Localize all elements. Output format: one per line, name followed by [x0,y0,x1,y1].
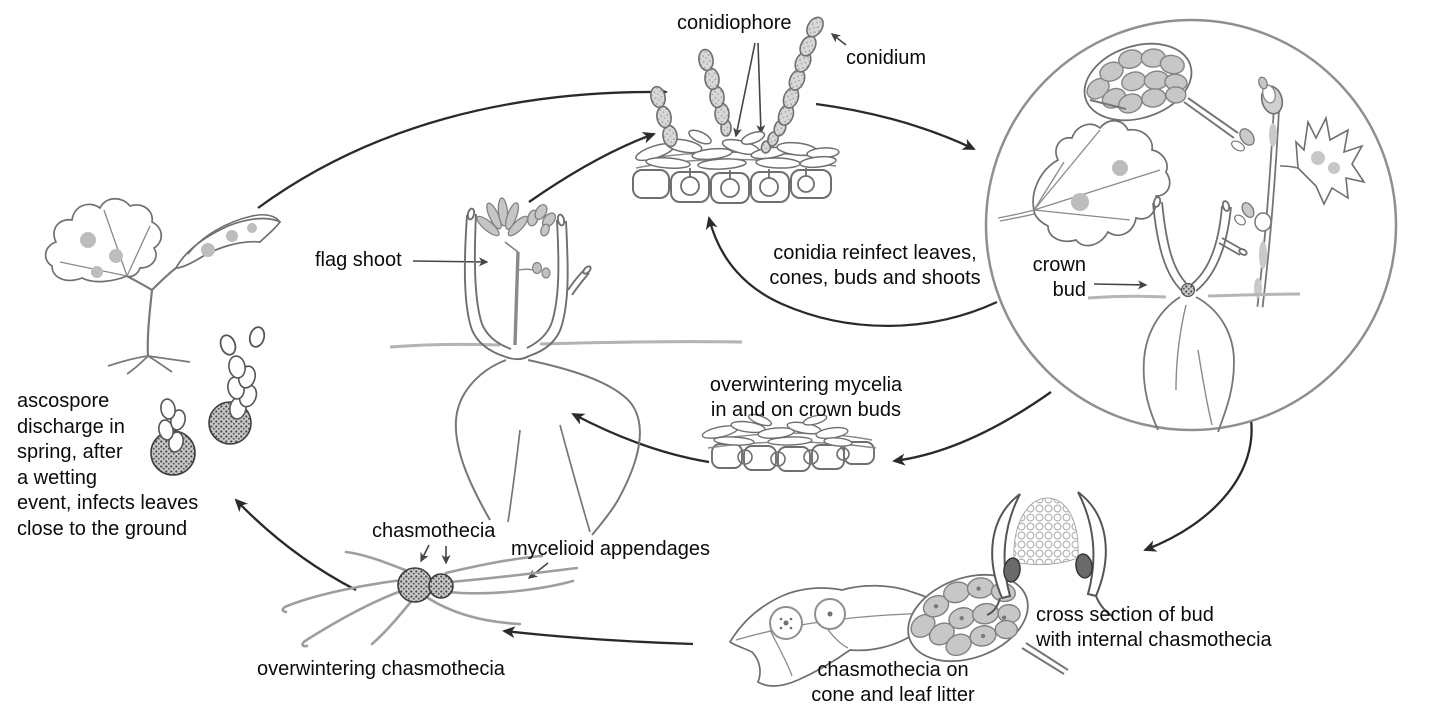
circle-cone-stem [1089,97,1239,139]
cone-litter-illustration [907,573,1069,675]
free-ascospores [219,326,266,356]
label-ascospore-discharge: ascospore discharge in spring, after a w… [17,390,199,540]
shoot-leaf [1295,115,1366,206]
label-conidium: conidium [846,47,927,69]
crown-bulb [454,359,641,536]
conidia-chains [650,16,824,154]
flag-shoot-illustration [389,197,743,536]
seedling-left-leaf [44,197,163,283]
label-flag-shoot: flag shoot [315,249,402,271]
label-conidia-reinfect: conidia reinfect leaves, cones, buds and… [769,242,981,289]
chasmothecia-on-leaf [769,598,846,640]
conidiophore-pointer-left [733,42,756,138]
circle-crown-with-bud [1087,196,1301,433]
label-conidiophore: conidiophore [677,12,792,34]
detached-conidium [806,16,824,38]
bud-cross-section-illustration [986,491,1113,617]
label-chasmothecia-cone-litter: chasmothecia on cone and leaf litter [811,659,975,706]
arrow-litter-to-overwintering [502,626,694,646]
ground-line [389,340,743,349]
overwintering-mycelia-illustration [701,413,877,472]
label-overwintering-chasmothecia: overwintering chasmothecia [257,658,505,680]
flag-shoot-plant [476,197,557,346]
conidiophore-pointer-right [756,42,766,135]
seedling-illustration [44,197,282,375]
arrow-circle-to-bud-section [1143,419,1253,552]
label-crown-bud: crown bud [1032,254,1086,301]
mycelioid-appendages-pointer [527,562,549,579]
arrow-flagshoot-to-conidiophore [528,132,656,203]
label-overwintering-mycelia: overwintering mycelia in and on crown bu… [709,374,903,421]
label-bud-cross-section: cross section of bud with internal chasm… [1036,604,1272,651]
label-mycelioid-appendages: mycelioid appendages [511,538,711,560]
infection-targets-circle [984,18,1398,433]
crown-bud-pointer [1093,280,1148,290]
arrow-overwintering-to-ascospore [234,498,357,592]
arrow-circle-to-mycelia [892,391,1052,466]
overwintering-chasmothecia-illustration [281,550,579,648]
crown-bud [1180,282,1196,298]
conidium-pointer [830,33,847,46]
bud-scale-right [1077,491,1107,598]
label-chasmothecia: chasmothecia [372,520,496,542]
arrow-circle-to-conidiophore-reinfect [705,216,998,328]
arrow-seedling-to-conidiophore [257,85,668,209]
circle-hop-cone [1083,42,1193,122]
circle-outline [984,18,1398,432]
circle-hop-leaf [997,119,1171,247]
arrow-conidiophore-to-circle [815,102,976,151]
ascospore-discharge-illustration [150,326,266,476]
cycle-arrows [234,85,1253,646]
internal-chasmothecia-dome [1013,497,1079,566]
host-cells [632,168,832,204]
mycelioid-appendages-art [281,550,579,648]
arrow-mycelia-to-crown [571,412,710,464]
seedling-right-leaf [174,217,282,269]
chasmothecia-pointer-left [420,544,430,563]
conidiophore-illustration [632,16,840,204]
circle-shoot-with-buds [1231,76,1366,308]
